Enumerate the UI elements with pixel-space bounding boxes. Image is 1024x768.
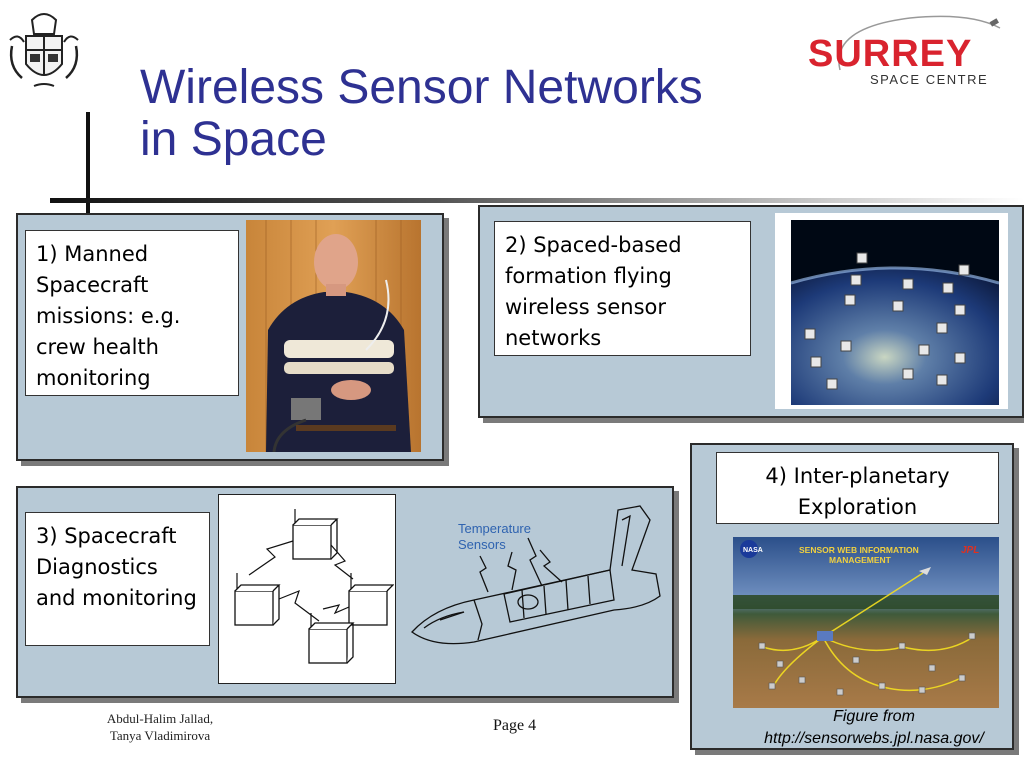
sensor-network-diagram — [218, 494, 396, 684]
panel-4-label: 4) Inter-planetary Exploration — [716, 452, 999, 524]
astronaut-photo — [246, 220, 421, 453]
satellite-formation-image — [790, 220, 1000, 405]
title-line-2: in Space — [140, 113, 327, 166]
page-title: Wireless Sensor Networks in Space — [140, 62, 820, 166]
satellite-formation-image-frame — [775, 213, 1008, 409]
logo-main-text: SURREY — [808, 33, 972, 75]
decorative-horizontal-line — [50, 198, 1024, 203]
title-line-1: Wireless Sensor Networks — [140, 61, 703, 114]
author-line-2: Tanya Vladimirova — [109, 728, 211, 743]
temperature-label-line-2: Sensors — [458, 537, 506, 552]
panel-2-label: 2) Spaced-based formation flying wireles… — [494, 221, 751, 356]
panel-1-label: 1) Manned Spacecraft missions: e.g. crew… — [25, 230, 239, 396]
caption-source-url[interactable]: http://sensorwebs.jpl.nasa.gov/ — [764, 730, 984, 747]
university-crest-logo — [4, 6, 84, 92]
nasa-logo-text: NASA — [743, 547, 763, 554]
surrey-space-centre-logo: SURREY SPACE CENTRE — [800, 8, 1020, 98]
panel-3-label: 3) Spacecraft Diagnostics and monitoring — [25, 512, 210, 646]
logo-sub-text: SPACE CENTRE — [870, 72, 988, 87]
figure-caption: Figure from http://sensorwebs.jpl.nasa.g… — [748, 706, 1000, 750]
footer-authors: Abdul-Halim Jallad, Tanya Vladimirova — [95, 710, 225, 744]
decorative-vertical-line — [86, 112, 90, 222]
banner-line-2: MANAGEMENT — [829, 555, 892, 565]
jpl-logo-text: JPL — [961, 545, 979, 556]
caption-line-1: Figure from — [833, 708, 915, 725]
author-line-1: Abdul-Halim Jallad, — [106, 711, 214, 726]
space-shuttle-diagram: Temperature Sensors — [404, 500, 670, 660]
page-number: Page 4 — [493, 717, 537, 734]
banner-line-1: SENSOR WEB INFORMATION — [799, 545, 919, 555]
sensor-web-image: NASA JPL SENSOR WEB INFORMATION MANAGEME… — [733, 537, 999, 708]
temperature-label-line-1: Temperature — [458, 521, 531, 536]
